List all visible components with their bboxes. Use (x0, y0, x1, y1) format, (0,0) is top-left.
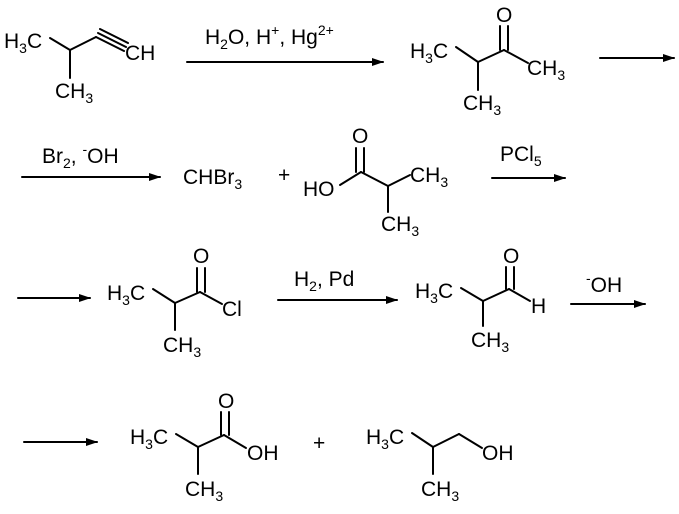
bond (503, 49, 529, 64)
methyl-label: H3C (107, 282, 145, 308)
methyl-label: H3C (4, 30, 42, 56)
hydroxide-reagent: -OH (586, 270, 622, 297)
hydroxyl-label: OH (247, 442, 279, 465)
svg-text:H2O, H+, Hg2+: H2O, H+, Hg2+ (205, 22, 334, 52)
bond (197, 434, 225, 448)
hydroxyl-label: OH (482, 442, 514, 465)
isobutyric-acid: O HO CH3 CH3 (303, 125, 448, 239)
chlorine-label: Cl (222, 298, 242, 321)
methyl-label: CH3 (185, 478, 223, 504)
bond (152, 288, 176, 304)
triple-bond-line (99, 28, 129, 44)
methyl-label: CH3 (381, 213, 419, 239)
bond (223, 434, 247, 449)
methyl-label: H3C (415, 280, 453, 306)
methyl-label: CH3 (463, 92, 501, 118)
bond (432, 433, 460, 448)
methyl-label: H3C (130, 426, 168, 452)
bond (174, 291, 201, 304)
rosenmund-reagents: H2, Pd (294, 268, 354, 294)
methyl-label: CH3 (471, 329, 509, 355)
bond (455, 46, 479, 63)
triple-bond-line (95, 36, 125, 52)
oxygen-label: O (352, 125, 368, 148)
hydration-reagents: H2O, H+, Hg2+ (205, 22, 334, 52)
methyl-label: H3C (410, 40, 448, 66)
bond (411, 432, 434, 448)
methyl-label: CH3 (527, 57, 565, 83)
bond (49, 37, 71, 51)
oxygen-label: O (193, 245, 209, 268)
ketone-3-methyl-2-butanone: O H3C CH3 CH3 (410, 4, 565, 118)
bond (508, 288, 531, 302)
aldehyde-hydrogen-label: H (531, 295, 546, 318)
bond (199, 291, 223, 305)
oxygen-label: O (503, 245, 519, 268)
triple-bond-line (97, 32, 127, 48)
bond (477, 49, 505, 63)
bond (458, 433, 483, 449)
oxygen-label: O (496, 4, 512, 27)
pcl5-reagent: PCl5 (500, 143, 542, 169)
isobutyraldehyde: O H3C H CH3 (415, 245, 546, 355)
bond (175, 433, 199, 448)
terminal-ch-label: CH (125, 42, 155, 65)
plus-sign: + (278, 164, 290, 187)
methyl-label: CH3 (163, 334, 201, 360)
hydroxyl-label: HO (303, 178, 335, 201)
bromoform-label: CHBr3 (183, 166, 242, 192)
bond (387, 174, 411, 187)
haloform-reagents: Br2, -OH (42, 141, 119, 171)
bond (482, 288, 510, 302)
oxygen-label: O (218, 390, 234, 413)
alkyne-3-methylbutyne: H3C CH CH3 (4, 28, 155, 106)
methyl-label: H3C (366, 426, 404, 452)
bond (460, 287, 484, 302)
bond (360, 171, 389, 187)
isobutanol: H3C OH CH3 (366, 426, 514, 504)
bond (339, 171, 362, 186)
bond (69, 36, 97, 51)
svg-text:Br2, -OH: Br2, -OH (42, 141, 119, 171)
methyl-label: CH3 (55, 80, 93, 106)
isobutyric-acid-product: O H3C OH CH3 (130, 390, 279, 504)
plus-sign: + (313, 432, 325, 455)
methyl-label: CH3 (421, 478, 459, 504)
isobutyryl-chloride: O H3C Cl CH3 (107, 245, 242, 360)
methyl-label: CH3 (410, 164, 448, 190)
